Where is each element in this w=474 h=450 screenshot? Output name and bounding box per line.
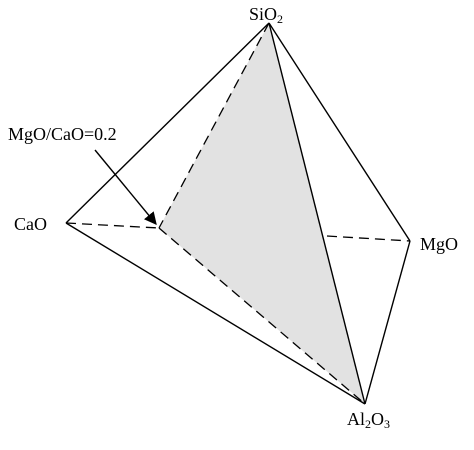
hidden-edge-cao-mgo-left bbox=[65, 222, 160, 229]
section-line-al2o3 bbox=[158, 227, 366, 405]
hidden-edge-cao-mgo-right bbox=[326, 235, 411, 242]
vertex-label-sio2: SiO2 bbox=[249, 4, 283, 26]
edge-sio2-al2o3 bbox=[268, 22, 366, 405]
edge-cao-al2o3 bbox=[65, 222, 366, 405]
vertex-label-mgo: MgO bbox=[420, 234, 458, 254]
edge-sio2-cao bbox=[65, 22, 270, 224]
annotation-arrow bbox=[94, 149, 157, 225]
section-plane bbox=[159, 23, 365, 404]
edge-mgo-al2o3 bbox=[364, 240, 411, 405]
section-line-sio2 bbox=[158, 22, 270, 229]
edge-sio2-mgo bbox=[268, 22, 411, 242]
annotation-label: MgO/CaO=0.2 bbox=[8, 124, 117, 144]
vertex-label-cao: CaO bbox=[14, 214, 47, 234]
vertex-label-al2o3: Al2O3 bbox=[347, 409, 390, 431]
